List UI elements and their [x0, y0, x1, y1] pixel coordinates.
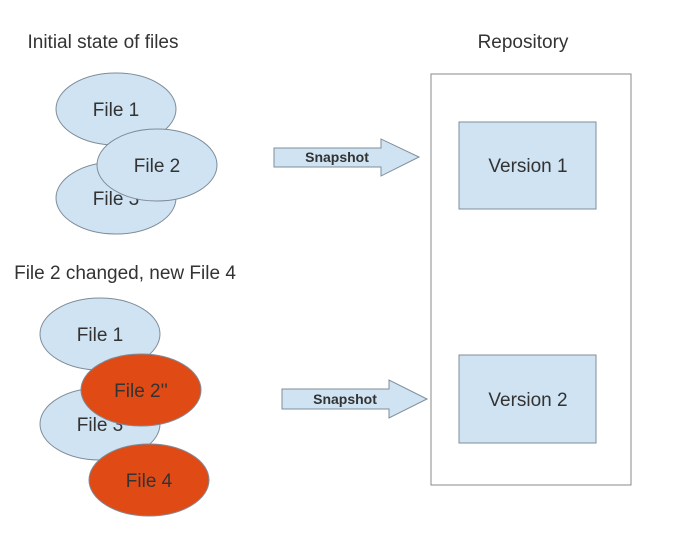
version-2-label: Version 2 — [488, 390, 567, 411]
initial-file-group: File 3 File 1 File 2 — [55, 72, 218, 235]
initial-file-1-label: File 1 — [93, 100, 139, 121]
initial-file-1: File 1 — [55, 72, 177, 146]
repository-title: Repository — [478, 32, 569, 53]
arrow-shape — [273, 138, 421, 177]
arrow-shape — [281, 379, 429, 419]
snapshot-arrow-1: Snapshot — [273, 138, 421, 177]
changed-file-2-modified: File 2'' — [80, 353, 202, 427]
version-1: Version 1 — [458, 121, 597, 210]
file-ellipse — [80, 353, 202, 427]
file-ellipse — [96, 128, 218, 202]
changed-file-4-new: File 4 — [88, 443, 210, 517]
changed-file-1: File 1 — [39, 297, 161, 371]
initial-file-2-label: File 2 — [134, 156, 180, 177]
snapshot-arrow-2-label: Snapshot — [313, 391, 377, 407]
changed-file-2-label: File 2'' — [114, 381, 168, 402]
snapshot-arrow-2: Snapshot — [281, 379, 429, 419]
changed-file-group: File 3 File 1 File 2'' File 4 — [39, 297, 210, 517]
initial-file-2: File 2 — [96, 128, 218, 202]
changed-file-4-label: File 4 — [126, 471, 173, 492]
snapshot-arrow-1-label: Snapshot — [305, 149, 369, 165]
changed-file-1-label: File 1 — [77, 325, 123, 346]
initial-state-heading: Initial state of files — [27, 32, 178, 53]
version-2: Version 2 — [458, 354, 597, 444]
changed-state-heading: File 2 changed, new File 4 — [14, 263, 236, 284]
file-ellipse — [88, 443, 210, 517]
version-box — [458, 354, 597, 444]
version-1-label: Version 1 — [488, 156, 567, 177]
version-box — [458, 121, 597, 210]
